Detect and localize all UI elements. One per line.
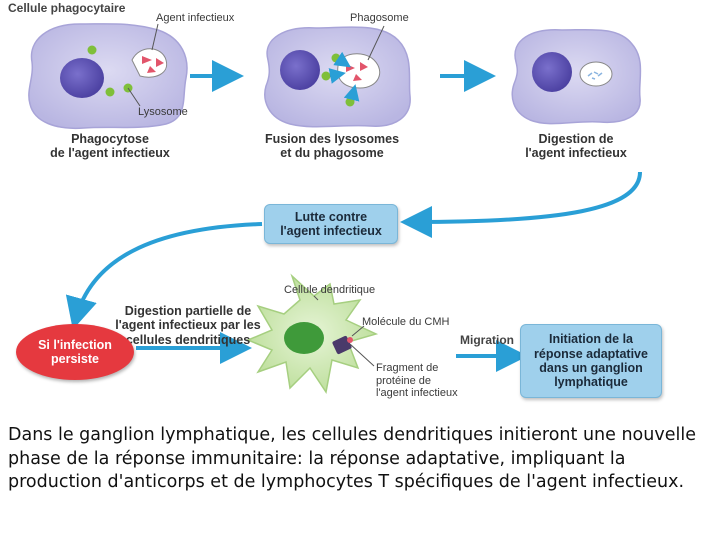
lysosome-pointer — [127, 87, 141, 107]
box-fight-infection: Lutte contre l'agent infectieux — [264, 204, 398, 244]
lysosome-dot — [123, 83, 133, 93]
label-migration: Migration — [460, 333, 514, 347]
phagocyte-cell-2 — [264, 26, 411, 128]
protein-fragment-dot — [347, 337, 353, 343]
phagocyte-cell-3 — [511, 28, 642, 125]
label-infectious-agent: Agent infectieux — [156, 12, 235, 24]
fragment-pointer — [349, 343, 375, 367]
phagocyte-cell-1 — [28, 23, 188, 130]
digested-fragments — [587, 71, 603, 80]
fusion-arrow — [333, 51, 351, 68]
engulfing-membrane — [131, 48, 168, 78]
infectious-agent-1 — [142, 56, 164, 73]
label-mhc-molecule: Molécule du CMH — [362, 316, 450, 328]
caption-text: Dans le ganglion lymphatique, les cellul… — [8, 425, 696, 493]
lysosome-dot — [321, 71, 331, 81]
lysosome-dot — [105, 87, 115, 97]
dendritic-cell — [246, 273, 379, 394]
digested-vesicle — [579, 61, 613, 87]
fusion-arrow — [328, 68, 346, 84]
dendritic-pointer — [313, 295, 319, 301]
mhc-pointer — [351, 325, 365, 337]
lysosome-dot — [87, 45, 97, 55]
label-lysosome: Lysosome — [138, 106, 188, 118]
diagram-graphics — [28, 23, 642, 394]
label-protein-fragment: Fragment de protéine de l'agent infectie… — [376, 362, 458, 400]
nucleus — [280, 50, 320, 90]
lysosome-dot — [345, 97, 355, 107]
label-phagosome: Phagosome — [350, 12, 409, 24]
step-fusion: Fusion des lysosomes et du phagosome — [264, 132, 400, 161]
nucleus — [532, 52, 572, 92]
agent-pointer — [151, 23, 159, 51]
label-phagocyte-cell: Cellule phagocytaire — [8, 1, 126, 15]
label-dendritic-cell: Cellule dendritique — [284, 284, 376, 296]
nucleus — [60, 58, 104, 98]
step-partial-digestion: Digestion partielle de l'agent infectieu… — [115, 304, 261, 347]
lysosome-dot — [331, 53, 341, 63]
box-if-infection-persists: Si l'infection persiste — [16, 324, 134, 380]
phagosome-pointer — [367, 25, 385, 61]
box-adaptive-response: Initiation de la réponse adaptative dans… — [520, 324, 662, 398]
fusion-arrow — [343, 84, 360, 102]
mhc-molecule — [332, 335, 352, 355]
dendritic-nucleus — [284, 322, 324, 354]
arrow-digestion-to-fight — [400, 171, 642, 238]
arrow-fight-to-persist — [65, 222, 263, 330]
immune-response-diagram: Cellule phagocytaire Agent infectieux Ly… — [8, 1, 662, 400]
step-phagocytosis: Phagocytose de l'agent infectieux — [50, 132, 170, 161]
phagosome — [337, 53, 381, 89]
step-digestion: Digestion de l'agent infectieux — [525, 132, 627, 161]
